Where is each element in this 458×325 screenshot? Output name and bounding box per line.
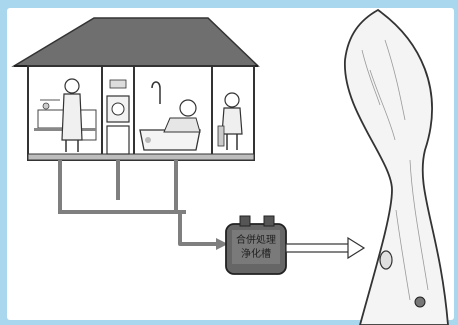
house-roof (14, 18, 258, 66)
river (345, 10, 448, 325)
septic-tank-label-line1: 合併処理 (228, 234, 284, 248)
septic-tank-label: 合併処理 浄化槽 (228, 234, 284, 262)
river-outfall (380, 251, 392, 269)
drain-pipes (60, 160, 220, 244)
river-stone (415, 297, 425, 307)
outflow-arrow (286, 238, 364, 258)
septic-tank-label-line2: 浄化槽 (228, 248, 284, 262)
